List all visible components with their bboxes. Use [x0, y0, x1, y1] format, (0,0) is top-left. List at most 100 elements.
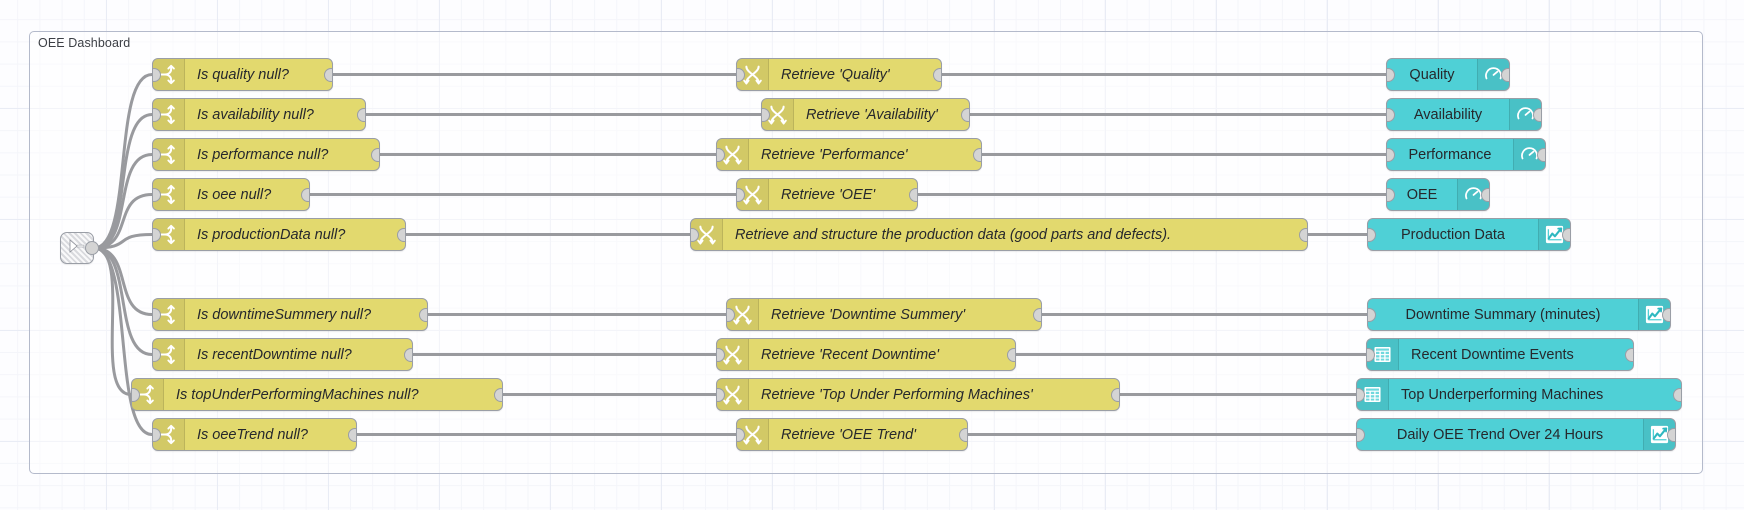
change-node-oee[interactable]: Retrieve 'OEE' — [736, 178, 918, 211]
switch-output-port-quality[interactable] — [324, 67, 332, 82]
change-node-recent-downtime[interactable]: Retrieve 'Recent Downtime' — [716, 338, 1016, 371]
change-node-top-underperforming[interactable]: Retrieve 'Top Under Performing Machines' — [716, 378, 1120, 411]
change-output-port-availability[interactable] — [961, 107, 969, 122]
change-swap-icon — [722, 344, 743, 365]
switch-output-port-recent-downtime[interactable] — [404, 347, 412, 362]
change-output-port-performance[interactable] — [973, 147, 981, 162]
change-swap-icon — [722, 144, 743, 165]
dashboard-label-downtime-summary: Downtime Summary (minutes) — [1405, 306, 1601, 323]
change-output-port-top-underperforming[interactable] — [1111, 387, 1119, 402]
switch-fork-icon — [158, 144, 179, 165]
dashboard-node-performance[interactable]: Performance — [1386, 138, 1546, 171]
dashboard-output-port-oee[interactable] — [1481, 187, 1489, 202]
switch-fork-icon — [158, 304, 179, 325]
switch-node-quality[interactable]: Is quality null? — [152, 58, 333, 91]
change-label-performance: Retrieve 'Performance' — [761, 146, 908, 163]
change-swap-icon — [732, 304, 753, 325]
change-swap-icon — [742, 424, 763, 445]
change-node-quality[interactable]: Retrieve 'Quality' — [736, 58, 942, 91]
group-label: OEE Dashboard — [38, 36, 131, 50]
table-icon — [1362, 384, 1383, 405]
switch-output-port-performance[interactable] — [371, 147, 379, 162]
table-icon — [1372, 344, 1393, 365]
change-label-quality: Retrieve 'Quality' — [781, 66, 890, 83]
dashboard-label-availability: Availability — [1413, 106, 1483, 123]
change-output-port-downtime-summary[interactable] — [1033, 307, 1041, 322]
switch-output-port-oee-trend[interactable] — [348, 427, 356, 442]
dashboard-label-recent-downtime: Recent Downtime Events — [1411, 346, 1574, 363]
switch-fork-icon — [158, 424, 179, 445]
switch-output-port-production-data[interactable] — [397, 227, 405, 242]
change-label-downtime-summary: Retrieve 'Downtime Summery' — [771, 306, 966, 323]
dashboard-node-top-underperforming[interactable]: Top Underperforming Machines — [1356, 378, 1682, 411]
change-label-oee-trend: Retrieve 'OEE Trend' — [781, 426, 917, 443]
change-label-top-underperforming: Retrieve 'Top Under Performing Machines' — [761, 386, 1033, 403]
switch-node-oee-trend[interactable]: Is oeeTrend null? — [152, 418, 357, 451]
change-label-production-data: Retrieve and structure the production da… — [735, 226, 1172, 243]
change-node-oee-trend[interactable]: Retrieve 'OEE Trend' — [736, 418, 968, 451]
dashboard-output-port-quality[interactable] — [1501, 67, 1509, 82]
change-node-availability[interactable]: Retrieve 'Availability' — [761, 98, 970, 131]
dashboard-node-production-data[interactable]: Production Data — [1367, 218, 1571, 251]
switch-label-production-data: Is productionData null? — [197, 226, 346, 243]
switch-fork-icon — [158, 224, 179, 245]
change-swap-icon — [722, 384, 743, 405]
switch-fork-icon — [158, 344, 179, 365]
switch-output-port-top-underperforming[interactable] — [494, 387, 502, 402]
subflow-input-node[interactable] — [60, 232, 99, 264]
dashboard-label-oee: OEE — [1406, 186, 1438, 203]
switch-node-availability[interactable]: Is availability null? — [152, 98, 366, 131]
dashboard-node-quality[interactable]: Quality — [1386, 58, 1510, 91]
switch-label-quality: Is quality null? — [197, 66, 289, 83]
change-label-availability: Retrieve 'Availability' — [806, 106, 938, 123]
switch-node-recent-downtime[interactable]: Is recentDowntime null? — [152, 338, 413, 371]
switch-fork-icon — [153, 299, 185, 330]
switch-label-downtime-summary: Is downtimeSummery null? — [197, 306, 372, 323]
change-output-port-oee-trend[interactable] — [959, 427, 967, 442]
switch-node-top-underperforming[interactable]: Is topUnderPerformingMachines null? — [131, 378, 503, 411]
switch-node-production-data[interactable]: Is productionData null? — [152, 218, 406, 251]
change-swap-icon — [767, 104, 788, 125]
change-label-recent-downtime: Retrieve 'Recent Downtime' — [761, 346, 939, 363]
switch-node-performance[interactable]: Is performance null? — [152, 138, 380, 171]
dashboard-output-port-performance[interactable] — [1537, 147, 1545, 162]
dashboard-output-port-top-underperforming[interactable] — [1673, 387, 1681, 402]
change-node-production-data[interactable]: Retrieve and structure the production da… — [690, 218, 1308, 251]
change-node-downtime-summary[interactable]: Retrieve 'Downtime Summery' — [726, 298, 1042, 331]
switch-output-port-oee[interactable] — [301, 187, 309, 202]
switch-node-oee[interactable]: Is oee null? — [152, 178, 310, 211]
switch-node-downtime-summary[interactable]: Is downtimeSummery null? — [152, 298, 428, 331]
subflow-input-arrow-icon — [68, 238, 86, 259]
change-node-performance[interactable]: Retrieve 'Performance' — [716, 138, 982, 171]
switch-output-port-downtime-summary[interactable] — [419, 307, 427, 322]
dashboard-output-port-recent-downtime[interactable] — [1625, 347, 1633, 362]
change-output-port-quality[interactable] — [933, 67, 941, 82]
dashboard-label-quality: Quality — [1409, 66, 1455, 83]
change-output-port-oee[interactable] — [909, 187, 917, 202]
change-swap-icon — [742, 64, 763, 85]
dashboard-node-oee[interactable]: OEE — [1386, 178, 1490, 211]
switch-label-performance: Is performance null? — [197, 146, 329, 163]
switch-fork-icon — [137, 384, 158, 405]
subflow-input-output-port[interactable] — [85, 241, 99, 255]
switch-label-availability: Is availability null? — [197, 106, 314, 123]
change-output-port-recent-downtime[interactable] — [1007, 347, 1015, 362]
dashboard-node-oee-trend[interactable]: Daily OEE Trend Over 24 Hours — [1356, 418, 1676, 451]
dashboard-label-top-underperforming: Top Underperforming Machines — [1401, 386, 1604, 403]
change-swap-icon — [742, 184, 763, 205]
dashboard-node-recent-downtime[interactable]: Recent Downtime Events — [1366, 338, 1634, 371]
switch-fork-icon — [158, 184, 179, 205]
dashboard-output-port-oee-trend[interactable] — [1667, 427, 1675, 442]
dashboard-node-availability[interactable]: Availability — [1386, 98, 1542, 131]
change-output-port-production-data[interactable] — [1299, 227, 1307, 242]
switch-output-port-availability[interactable] — [357, 107, 365, 122]
switch-fork-icon — [158, 64, 179, 85]
dashboard-output-port-production-data[interactable] — [1562, 227, 1570, 242]
dashboard-node-downtime-summary[interactable]: Downtime Summary (minutes) — [1367, 298, 1671, 331]
dashboard-output-port-availability[interactable] — [1533, 107, 1541, 122]
switch-label-recent-downtime: Is recentDowntime null? — [197, 346, 352, 363]
dashboard-output-port-downtime-summary[interactable] — [1662, 307, 1670, 322]
switch-label-oee: Is oee null? — [197, 186, 272, 203]
change-label-oee: Retrieve 'OEE' — [781, 186, 876, 203]
